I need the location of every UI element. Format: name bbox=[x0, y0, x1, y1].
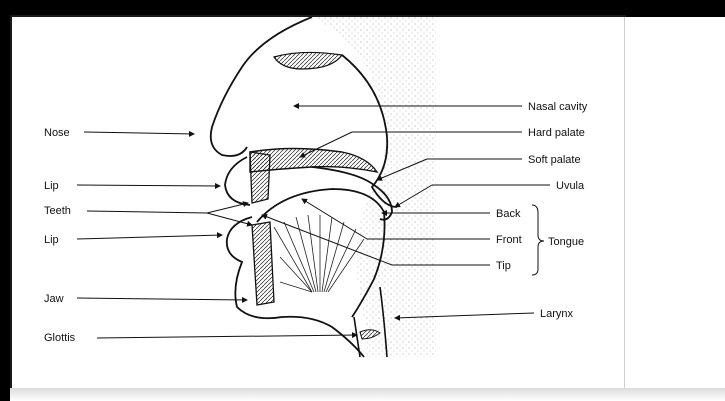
label-nose: Nose bbox=[44, 127, 70, 139]
label-uvula: Uvula bbox=[556, 180, 585, 192]
upper-teeth bbox=[250, 152, 270, 203]
label-glottis: Glottis bbox=[44, 332, 76, 344]
stipple-region bbox=[312, 17, 436, 357]
label-nasal-cavity: Nasal cavity bbox=[528, 101, 588, 113]
label-tip: Tip bbox=[496, 260, 511, 272]
bottom-strip bbox=[10, 388, 725, 401]
side-panel bbox=[624, 17, 725, 390]
pointer-front-b bbox=[302, 199, 367, 239]
head-outline bbox=[211, 17, 312, 156]
pointer-lip-lower bbox=[77, 235, 222, 239]
pointer-lip-upper bbox=[77, 185, 220, 186]
pointer-teeth-a bbox=[87, 211, 207, 213]
tongue-fibers bbox=[274, 215, 364, 292]
diagram-panel: Nose Lip Teeth Lip Jaw Glottis Nasal cav… bbox=[10, 15, 626, 392]
label-jaw: Jaw bbox=[44, 293, 64, 305]
pointer-teeth-b bbox=[207, 203, 248, 213]
lower-teeth bbox=[252, 222, 274, 305]
label-back: Back bbox=[496, 208, 521, 220]
pointer-jaw bbox=[77, 298, 247, 300]
tongue-bracket bbox=[532, 205, 544, 275]
label-front: Front bbox=[496, 234, 522, 246]
label-teeth: Teeth bbox=[44, 205, 71, 217]
label-tongue: Tongue bbox=[548, 236, 584, 248]
label-hard-palate: Hard palate bbox=[528, 127, 585, 139]
pointer-nose bbox=[84, 132, 194, 134]
label-lip-lower: Lip bbox=[44, 234, 59, 246]
label-soft-palate: Soft palate bbox=[528, 154, 581, 166]
label-larynx: Larynx bbox=[540, 308, 574, 320]
label-lip-upper: Lip bbox=[44, 180, 59, 192]
vocal-tract-diagram: Nose Lip Teeth Lip Jaw Glottis Nasal cav… bbox=[12, 17, 624, 390]
pointer-glottis bbox=[97, 335, 357, 338]
nasal-bone bbox=[274, 52, 342, 69]
upper-lip bbox=[225, 157, 250, 205]
